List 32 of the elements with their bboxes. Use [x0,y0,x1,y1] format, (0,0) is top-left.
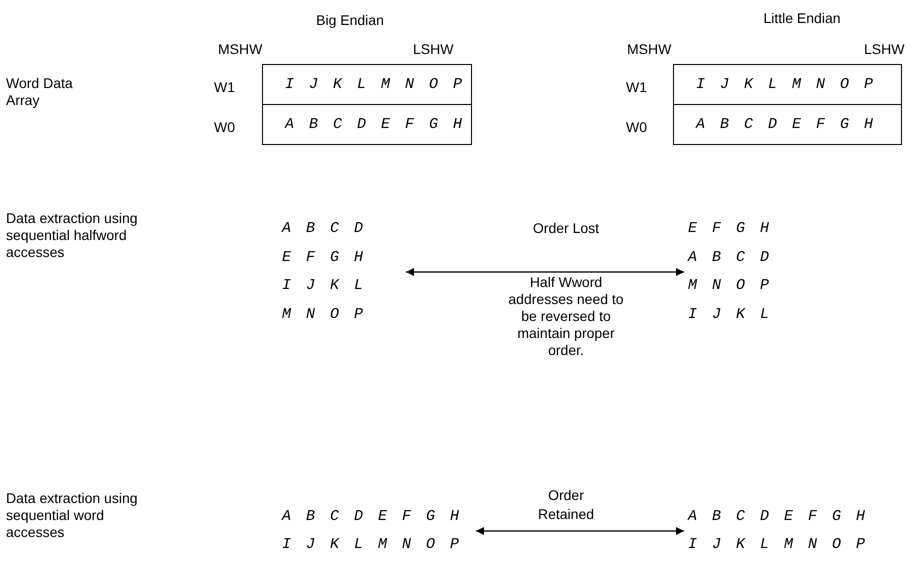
byte-sequence: A B C D E F G H [688,508,870,526]
byte-sequence: I J K L M N O P [688,536,870,554]
byte-sequence: E F G H [282,248,368,267]
word-register-box: A B C D E F G H [673,104,902,145]
text-label: Little Endian [762,10,842,27]
text-label: Data extraction using sequential halfword accesses [6,210,139,261]
text-label: W0 [626,119,648,136]
byte-sequence: A B C D [688,248,774,267]
word-register-box: I J K L M N O P [262,64,472,105]
word-register-box: I J K L M N O P [673,64,902,105]
byte-sequence: I J K L M N O P [282,536,464,554]
text-label: Big Endian [315,12,385,29]
byte-sequence: A B C D E F G H [282,508,464,526]
text-label: LSHW [413,41,454,58]
byte-sequence: E F G H [688,220,774,238]
text-label: MSHW [218,41,264,58]
text-label: Data extraction using sequential word accesses [6,490,139,541]
byte-sequence: I J K L [688,306,774,324]
text-label: MSHW [627,41,672,58]
byte-sequence: M N O P [688,277,774,296]
word-register-box: A B C D E F G H [262,104,472,145]
text-label: W1 [214,79,236,96]
text-label: W1 [626,79,648,96]
text-label: LSHW [864,41,906,58]
byte-sequence: I J K L [282,277,368,296]
double-arrow [476,527,684,535]
double-arrow [406,268,684,276]
text-label: Word Data Array [6,75,74,109]
byte-sequence: M N O P [282,306,368,324]
text-label: Half Wword addresses need to be reversed to maintain proper order. [507,274,625,359]
text-label: W0 [214,119,236,136]
byte-sequence: A B C D [282,220,368,238]
